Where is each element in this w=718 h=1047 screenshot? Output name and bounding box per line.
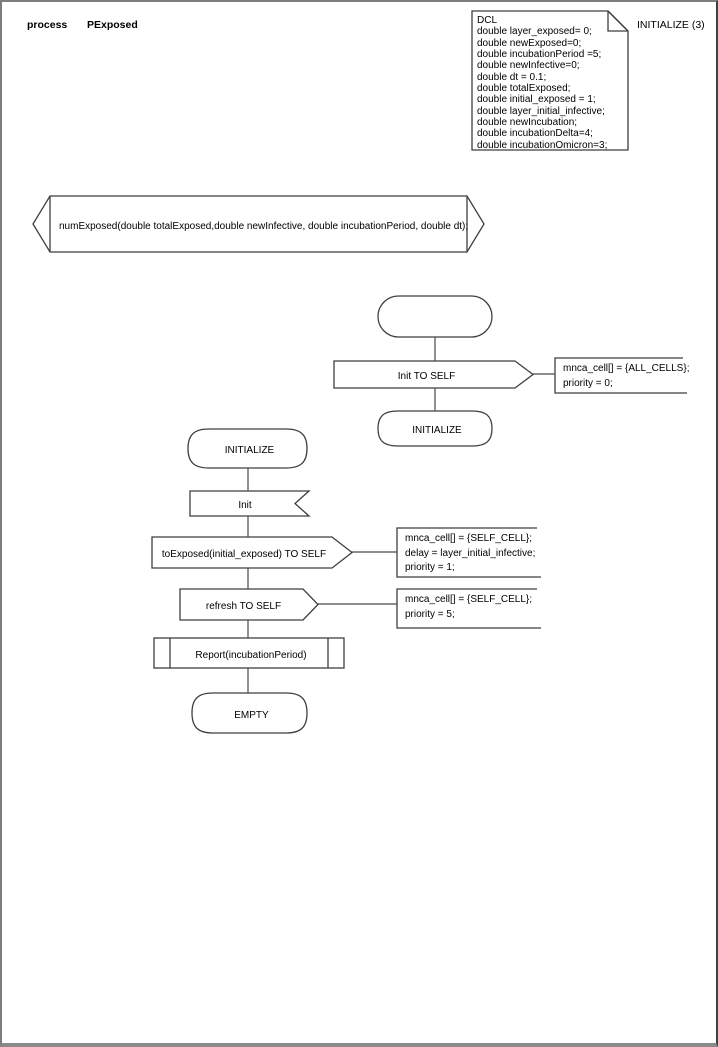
output-init-symbol[interactable] [333, 360, 535, 389]
comment-init-output-text: mnca_cell[] = {ALL_CELLS}; priority = 0; [563, 362, 689, 391]
state-initialize-symbol[interactable] [187, 428, 308, 469]
output-init-label: Init TO SELF [397, 371, 456, 382]
comment-line: mnca_cell[] = {ALL_CELLS}; [563, 363, 690, 374]
dcl-line: double initial_exposed = 1; [477, 94, 596, 106]
process-name: PExposed [87, 19, 138, 31]
comment-bracket-refresh[interactable] [396, 588, 541, 629]
dcl-text-symbol[interactable] [471, 10, 629, 151]
state-empty-symbol[interactable] [191, 692, 308, 734]
folded-corner-icon [607, 10, 629, 32]
dcl-line: double totalExposed; [477, 83, 571, 95]
dcl-line: double newInfective=0; [477, 60, 580, 72]
comment-line: priority = 0; [563, 377, 613, 389]
comment-line: priority = 5; [405, 608, 455, 620]
output-toexposed-symbol[interactable] [151, 536, 354, 569]
dcl-line: double newExposed=0; [477, 37, 582, 49]
dcl-declarations-text: DCL double layer_exposed= 0; double newE… [477, 15, 607, 151]
dcl-line: double layer_initial_infective; [477, 105, 605, 117]
comment-line: mnca_cell[] = {SELF_CELL}; [405, 533, 533, 544]
output-refresh-symbol[interactable] [179, 588, 319, 621]
comment-refresh-text: mnca_cell[] = {SELF_CELL}; priority = 5; [405, 593, 532, 622]
input-init-symbol[interactable] [189, 490, 311, 517]
flow-connector-lines [247, 337, 555, 693]
state-initialize-next-symbol[interactable] [377, 410, 493, 447]
comment-line: priority = 1; [405, 562, 455, 574]
output-toexposed-label: toExposed(initial_exposed) TO SELF [161, 549, 327, 560]
comment-toexposed-text: mnca_cell[] = {SELF_CELL}; delay = layer… [405, 532, 535, 576]
start-state-symbol[interactable] [377, 295, 493, 338]
dcl-line: double layer_exposed= 0; [477, 26, 592, 38]
dcl-line: double incubationPeriod =5; [477, 49, 602, 61]
dcl-line: double incubationDelta=4; [477, 128, 593, 140]
procedure-declaration-text: numExposed(double totalExposed,double ne… [59, 220, 469, 232]
diagram-kind-label: process [27, 19, 68, 31]
procedure-call-report-symbol[interactable] [153, 637, 345, 669]
procedure-call-report-label: Report(incubationPeriod) [195, 649, 307, 661]
page-label: INITIALIZE (3) [637, 19, 705, 31]
dcl-line: DCL [477, 15, 498, 26]
dcl-line: double dt = 0.1; [477, 71, 547, 83]
output-refresh-label: refresh TO SELF [205, 601, 282, 612]
procedure-declaration-symbol[interactable] [32, 195, 485, 253]
dcl-line: double newIncubation; [477, 117, 578, 129]
state-initialize-next-label: INITIALIZE [412, 425, 462, 436]
input-init-label: Init [238, 500, 252, 511]
comment-bracket-init-output[interactable] [554, 357, 687, 394]
state-empty-label: EMPTY [234, 709, 269, 721]
comment-line: mnca_cell[] = {SELF_CELL}; [405, 594, 533, 605]
state-initialize-label: INITIALIZE [224, 445, 275, 456]
comment-line: delay = layer_initial_infective; [405, 547, 536, 559]
dcl-line: double incubationOmicron=3; [477, 139, 608, 151]
